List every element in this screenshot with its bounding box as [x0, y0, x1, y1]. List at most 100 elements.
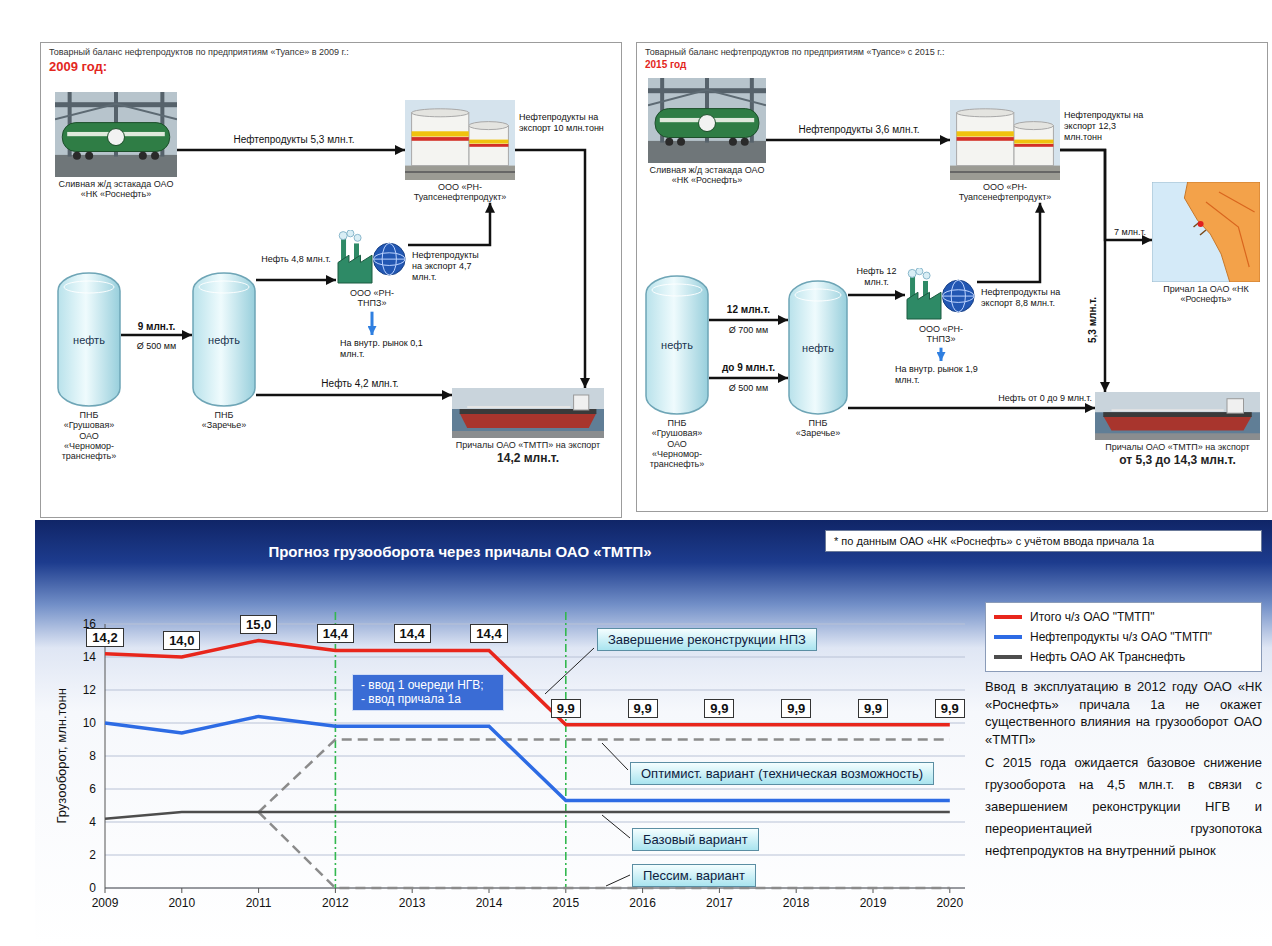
map-marker	[1198, 221, 1204, 227]
factory	[338, 255, 372, 283]
label-box: 0	[89, 881, 96, 895]
value-text: 9,9	[710, 701, 728, 716]
berth-photo: Причалы ОАО «ТМТП» на экспортот 5,3 до 1…	[1095, 392, 1260, 468]
grid-line	[105, 822, 965, 823]
flow-volume: Нефтепродукты на экспорт 8,8 млн.т.	[981, 287, 1073, 309]
panel-heading: Товарный баланс нефтепродуктов по предпр…	[645, 47, 1259, 57]
edge-label-box: Нефть от 0 до 9 млн.т.	[986, 393, 1092, 404]
value-box: 14,0	[163, 631, 200, 650]
flow-arrow	[848, 294, 905, 297]
callout-box: - ввод 1 очереди НГВ;- ввод причала 1а	[352, 674, 504, 711]
volume-value: от 5,3 до 14,3 млн.т.	[1095, 454, 1260, 468]
cylinder-label: нефть	[192, 332, 256, 348]
year-label: 2020	[936, 896, 963, 910]
photo-ground	[950, 166, 1060, 180]
photo-sea	[1095, 412, 1260, 440]
export-volume: Нефтепродукты на экспорт 12,3 млн.тонн	[1064, 110, 1152, 142]
domestic-market-note: На внутр. рынок 1,9 млн.т.	[895, 364, 985, 386]
value-box: 15,0	[240, 615, 277, 634]
label-box: Ввод в эксплуатацию в 2012 году ОАО «НК …	[985, 678, 1262, 748]
legend-row: Нефть ОАО АК Транснефть	[994, 647, 1253, 667]
flow-volume: 9 млн.т.	[121, 321, 192, 333]
cylinder-body	[193, 273, 255, 406]
value-text: 14,0	[169, 633, 194, 648]
tank-farm-name: ПНБ «Грушовая» ОАО «Черномор-транснефть»	[645, 418, 709, 470]
label-box: 2011	[246, 896, 272, 910]
label-box: 6	[89, 782, 96, 796]
callout-text: - ввод причала 1а	[361, 692, 495, 706]
wheel	[151, 152, 159, 160]
edge-label-box: до 9 млн.т.	[709, 362, 788, 374]
cylinder-rim	[64, 281, 114, 293]
grid-line	[105, 855, 965, 856]
oil-tank-cylinder: нефтьПНБ «Заречье»	[788, 280, 848, 439]
label-box: 2009	[92, 896, 119, 910]
wheel	[665, 138, 673, 146]
photo-sky	[55, 92, 177, 177]
legend-row: Нефтепродукты ч/з ОАО "ТМТП"	[994, 627, 1253, 647]
value-text: 9,9	[864, 701, 882, 716]
tanker-hull	[1103, 416, 1252, 430]
tank-car	[655, 109, 759, 138]
oil-tank-cylinder: нефтьПНБ «Грушовая» ОАО «Черномор-трансн…	[645, 275, 709, 470]
tank-stripe	[412, 131, 469, 136]
y-axis	[105, 624, 106, 888]
tank-car-logo	[108, 129, 125, 146]
volume-value: 14,2 млн.т.	[452, 452, 604, 466]
tick-label: 4	[89, 815, 96, 829]
axis-title: Грузооборот, млн.тонн	[54, 688, 70, 823]
tank-roof	[469, 122, 509, 130]
cylinder-label: нефть	[57, 332, 121, 348]
globe-parallel	[942, 290, 974, 303]
value-box: 14,4	[394, 624, 431, 643]
leader-line	[602, 815, 630, 838]
photo-ground	[405, 166, 515, 180]
value-box: 9,9	[628, 699, 658, 718]
tick-label: 10	[83, 716, 96, 730]
flow-arrow	[408, 203, 490, 245]
flow-volume: 7 млн.т.	[1108, 227, 1152, 238]
legend-swatch	[994, 635, 1022, 639]
year-label: 2012	[322, 896, 349, 910]
year-label: 2018	[783, 896, 810, 910]
picture-caption: Причалы ОАО «ТМТП» на экспорт	[452, 440, 604, 450]
gantry-brace	[648, 90, 766, 105]
panel-year: 2015 год	[645, 59, 1259, 70]
grid-line	[105, 624, 965, 625]
x-tick	[258, 888, 259, 893]
edge-label-box: 12 млн.т.	[709, 304, 788, 316]
value-box: 9,9	[781, 699, 811, 718]
cylinder-body	[646, 276, 708, 414]
tick-label: 14	[83, 650, 96, 664]
tank-car	[62, 123, 169, 152]
railcar-photo: Сливная ж/д эстакада ОАО «НК «Роснефть»	[55, 92, 177, 200]
grid-line	[105, 756, 965, 757]
cylinder-label: нефть	[788, 340, 848, 356]
tank-stripe	[957, 137, 1014, 141]
label-box: Ø 700 мм	[709, 325, 788, 336]
factory	[907, 292, 941, 319]
smoke	[908, 269, 916, 277]
picture	[950, 100, 1060, 180]
source-note: * по данным ОАО «НК «Роснефть» с учётом …	[825, 530, 1262, 552]
flow-arrow	[256, 279, 336, 282]
year-label: 2015	[552, 896, 579, 910]
picture	[1095, 392, 1260, 440]
balance-panel: Товарный баланс нефтепродуктов по предпр…	[636, 42, 1268, 512]
tank-farm-name: ПНБ «Заречье»	[192, 410, 256, 431]
leader-line	[602, 743, 628, 770]
callout-box: Завершение реконструкции НПЗ	[597, 628, 817, 651]
smoke	[923, 272, 930, 279]
picture	[405, 100, 515, 180]
grid-line	[105, 789, 965, 790]
grid-line	[105, 657, 965, 658]
label-box: 14	[83, 650, 96, 664]
panel-heading: Товарный баланс нефтепродуктов по предпр…	[49, 47, 613, 57]
flow-arrow	[709, 319, 788, 322]
label-box: 2010	[168, 896, 195, 910]
globe-equator	[373, 259, 405, 260]
callout-text: Пессим. вариант	[643, 868, 745, 883]
value-text: 9,9	[787, 701, 805, 716]
cylinder-rim	[652, 284, 702, 296]
